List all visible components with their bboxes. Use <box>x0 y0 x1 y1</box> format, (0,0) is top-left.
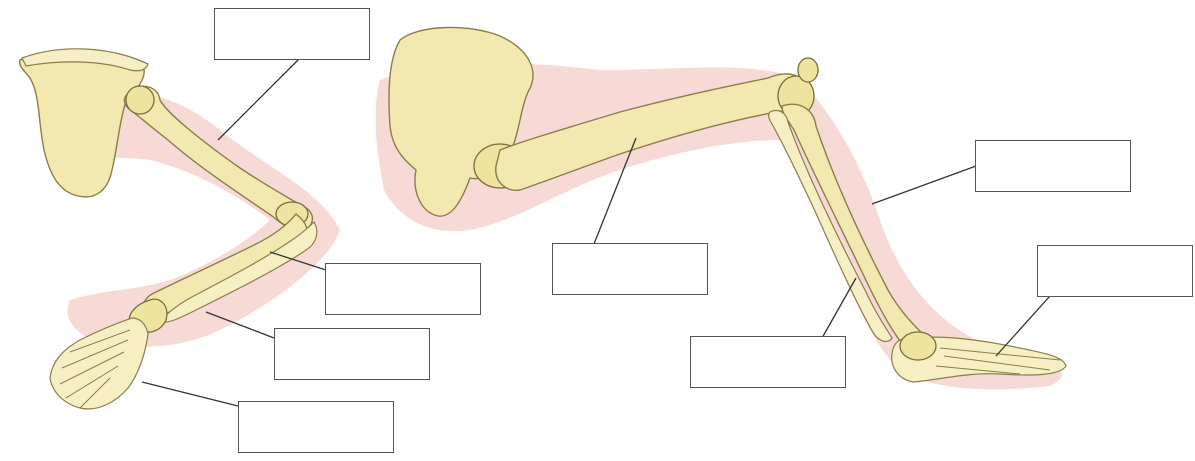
label-box-hand[interactable] <box>238 401 394 453</box>
patella <box>798 58 818 82</box>
foot-leader-line <box>996 296 1050 356</box>
tibia-leader-line <box>872 166 976 204</box>
humerus-leader-line <box>218 58 300 140</box>
hand-leader-line <box>142 382 238 406</box>
hand-bones <box>50 318 148 409</box>
label-box-tibia[interactable] <box>975 140 1131 192</box>
label-box-ulna[interactable] <box>274 328 430 380</box>
fibula-leader-line <box>822 278 856 338</box>
label-box-radius[interactable] <box>325 263 481 315</box>
label-box-foot[interactable] <box>1037 245 1193 297</box>
humerus-head <box>126 86 154 114</box>
label-box-femur[interactable] <box>552 243 708 295</box>
ankle-joint <box>900 332 936 360</box>
label-box-fibula[interactable] <box>690 336 846 388</box>
label-box-humerus[interactable] <box>214 8 370 60</box>
